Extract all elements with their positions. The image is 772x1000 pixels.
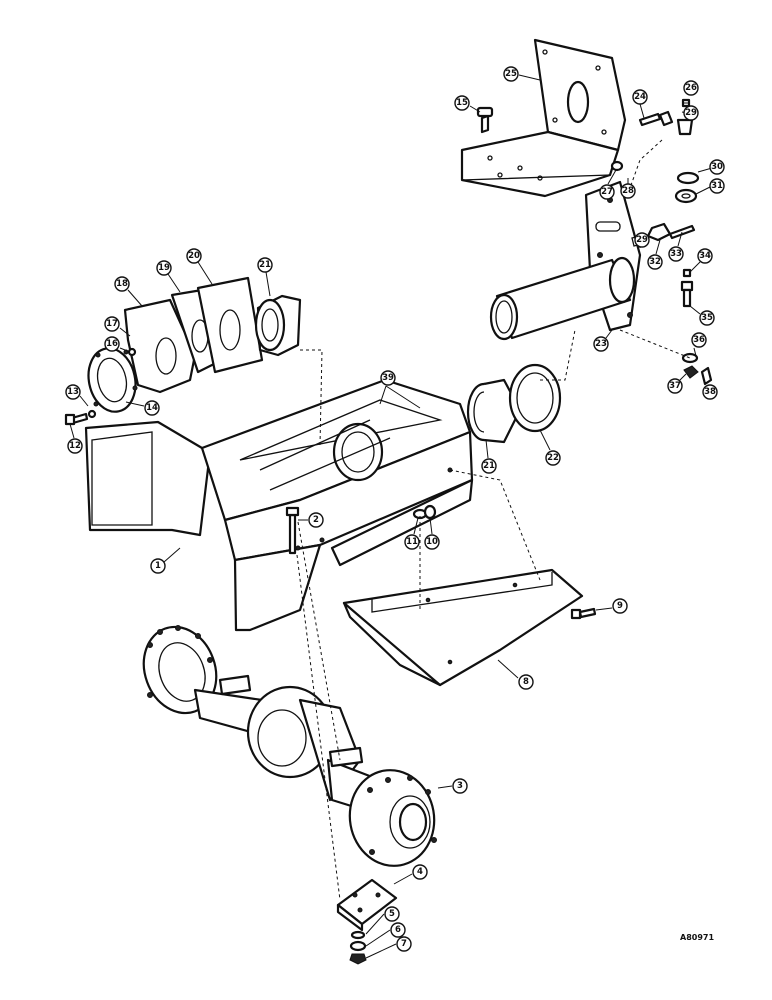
svg-text:20: 20	[188, 251, 200, 261]
callout-3: 3	[437, 778, 468, 794]
callout-22: 22	[539, 429, 561, 466]
callout-26: 26	[682, 80, 699, 104]
svg-text:2: 2	[313, 515, 319, 525]
callout-16: 16	[104, 336, 131, 353]
svg-text:4: 4	[417, 867, 423, 877]
callout-32: 32	[647, 239, 663, 270]
callout-23: 23	[593, 329, 613, 352]
svg-text:9: 9	[617, 601, 623, 611]
callout-13: 13	[65, 384, 89, 407]
svg-text:3: 3	[457, 781, 463, 791]
svg-text:36: 36	[693, 335, 705, 345]
callout-20: 20	[186, 248, 213, 285]
svg-text:10: 10	[426, 537, 438, 547]
axle-part-3	[142, 625, 437, 867]
svg-text:30: 30	[711, 162, 723, 172]
callout-15: 15	[454, 95, 481, 113]
callout-11: 11	[404, 517, 420, 550]
callout-35: 35	[689, 305, 715, 326]
svg-text:17: 17	[106, 319, 118, 329]
callout-36: 36	[691, 332, 707, 357]
callout-17: 17	[104, 316, 131, 337]
clamp-plate-part-4	[336, 878, 398, 932]
callout-10: 10	[424, 517, 440, 550]
svg-text:31: 31	[711, 181, 723, 191]
svg-text:6: 6	[395, 925, 401, 935]
svg-text:38: 38	[704, 387, 716, 397]
svg-text:24: 24	[634, 92, 646, 102]
svg-text:12: 12	[69, 441, 81, 451]
svg-text:33: 33	[670, 249, 682, 259]
svg-text:18: 18	[116, 279, 128, 289]
callout-2: 2	[298, 512, 324, 528]
callout-1: 1	[150, 547, 181, 574]
callout-21-left: 21	[257, 257, 273, 297]
svg-text:25: 25	[505, 69, 517, 79]
callout-24: 24	[632, 89, 648, 119]
main-frame-part-1	[84, 378, 474, 632]
svg-text:35: 35	[701, 313, 713, 323]
callout-29-top: 29	[681, 105, 699, 121]
svg-text:26: 26	[685, 83, 697, 93]
svg-text:19: 19	[158, 263, 170, 273]
svg-text:28: 28	[622, 186, 634, 196]
callout-8: 8	[497, 659, 534, 690]
svg-text:13: 13	[67, 387, 79, 397]
callout-12: 12	[67, 423, 83, 454]
svg-text:27: 27	[601, 187, 613, 197]
callout-38: 38	[702, 379, 718, 400]
plate-part-18	[123, 298, 197, 394]
callout-9: 9	[595, 598, 628, 614]
callout-33: 33	[668, 231, 684, 262]
svg-text:23: 23	[595, 339, 607, 349]
svg-text:37: 37	[669, 381, 681, 391]
callout-30: 30	[697, 159, 725, 175]
svg-text:29: 29	[685, 108, 697, 118]
callout-6: 6	[365, 922, 406, 947]
guide-lines	[296, 139, 691, 901]
document-number: A80971	[680, 933, 714, 942]
svg-text:21: 21	[483, 461, 495, 471]
callout-7: 7	[365, 936, 412, 959]
svg-text:22: 22	[547, 453, 559, 463]
callout-27: 27	[599, 169, 617, 200]
callout-31: 31	[695, 178, 725, 195]
callout-37: 37	[667, 373, 687, 394]
svg-text:5: 5	[389, 909, 395, 919]
mounting-bracket-part-25	[460, 38, 627, 198]
svg-text:29: 29	[636, 235, 648, 245]
callout-25: 25	[503, 66, 541, 82]
svg-text:34: 34	[699, 251, 711, 261]
svg-text:39: 39	[382, 373, 394, 383]
svg-text:14: 14	[146, 403, 158, 413]
callout-29-lower: 29	[634, 232, 650, 248]
svg-text:8: 8	[523, 677, 529, 687]
bearing-part-21-left	[254, 294, 302, 357]
svg-text:7: 7	[401, 939, 407, 949]
pivot-tube-part-23	[489, 256, 636, 341]
svg-text:16: 16	[106, 339, 118, 349]
callout-19: 19	[156, 260, 181, 293]
svg-text:32: 32	[649, 257, 661, 267]
svg-text:15: 15	[456, 98, 468, 108]
plate-part-20	[196, 276, 264, 374]
callout-18: 18	[114, 276, 143, 307]
callout-39: 39	[379, 370, 421, 409]
callout-28: 28	[620, 178, 636, 199]
hardware-5-6-7	[349, 930, 367, 965]
shield-part-8	[342, 568, 597, 687]
callouts: 1 2 3 4 5 6 7 8	[65, 66, 725, 959]
callout-4: 4	[393, 864, 428, 885]
svg-text:11: 11	[406, 537, 418, 547]
callout-34: 34	[689, 248, 713, 273]
callout-21-center: 21	[481, 439, 497, 474]
svg-text:1: 1	[155, 561, 161, 571]
callout-5: 5	[365, 906, 400, 935]
seal-part-22	[508, 363, 562, 433]
hardware-upper-right	[476, 98, 713, 386]
callout-14: 14	[125, 400, 160, 416]
svg-text:21: 21	[259, 260, 271, 270]
